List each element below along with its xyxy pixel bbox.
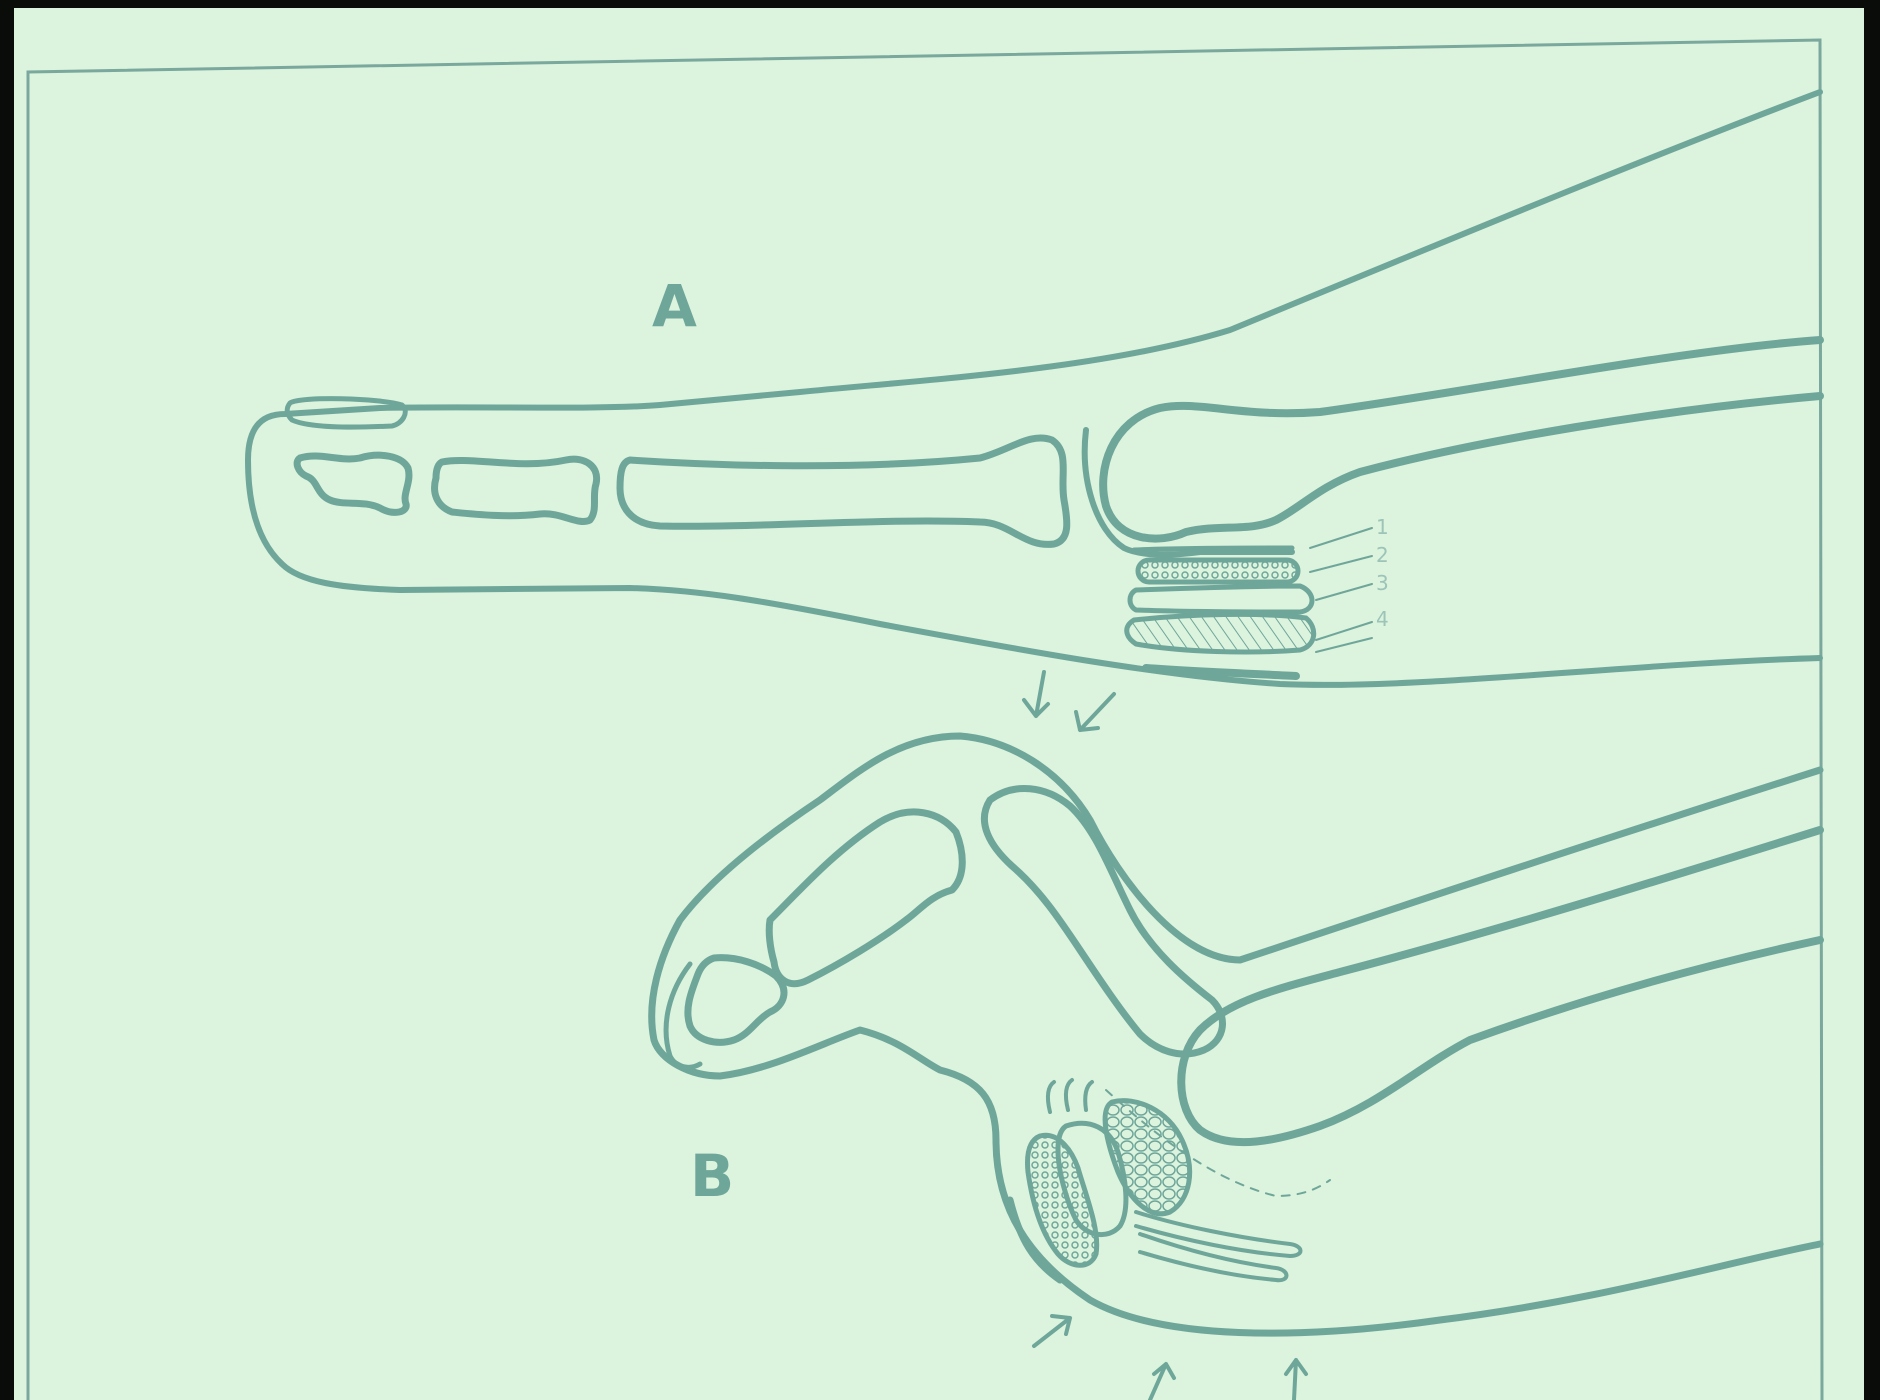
paper-background	[14, 8, 1864, 1400]
layer-2-band	[1138, 560, 1298, 582]
panel-b-label: B	[690, 1142, 734, 1210]
panel-a-label: A	[652, 272, 697, 340]
layer-1-band	[1134, 548, 1292, 550]
layer-label-3: 3	[1376, 571, 1389, 595]
layer-label-1: 1	[1376, 515, 1389, 539]
layer-label-4: 4	[1376, 607, 1389, 631]
layer-label-2: 2	[1376, 543, 1389, 567]
layer-number-labels: 1 2 3 4	[1376, 515, 1389, 631]
layer-4-band	[1127, 614, 1314, 652]
